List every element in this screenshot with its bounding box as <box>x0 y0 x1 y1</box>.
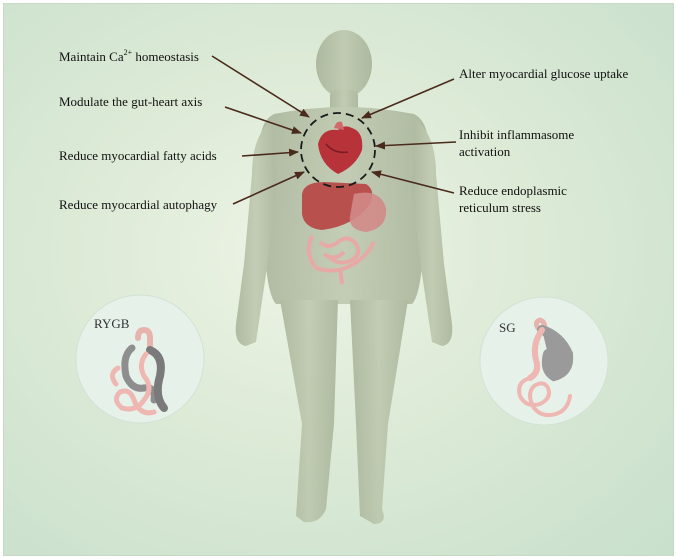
diagram-frame: Maintain Ca2+ homeostasis Modulate the g… <box>3 3 674 556</box>
rygb-circle <box>75 294 205 424</box>
human-body-silhouette <box>235 30 453 524</box>
arrow-gut-heart <box>224 106 302 134</box>
effect-inflammasome-label: Inhibit inflammasome activation <box>459 126 574 160</box>
arrow-calcium <box>211 55 310 118</box>
effect-er-stress-line2: reticulum stress <box>459 200 541 215</box>
arrow-glucose <box>361 78 455 119</box>
effect-fatty-acids-label: Reduce myocardial fatty acids <box>59 148 217 163</box>
arrow-er-stress <box>371 170 455 194</box>
effect-glucose-label: Alter myocardial glucose uptake <box>459 66 629 81</box>
effect-calcium-label: Maintain Ca2+ homeostasis <box>59 44 199 65</box>
stomach-icon <box>349 192 387 232</box>
effect-autophagy-label: Reduce myocardial autophagy <box>59 197 218 212</box>
arrow-autophagy <box>232 171 305 205</box>
effect-arrows <box>211 55 457 205</box>
rygb-label: RYGB <box>94 316 130 331</box>
illustration <box>75 30 609 524</box>
rygb-anatomy-icon <box>110 326 168 416</box>
arrow-fatty-acids <box>241 148 299 157</box>
effect-calcium-prefix: Maintain Ca <box>59 49 124 64</box>
arrow-inflammasome <box>375 141 457 150</box>
effect-calcium-suffix: homeostasis <box>132 49 199 64</box>
intestine-icon <box>306 235 376 285</box>
effect-inflammasome-line1: Inhibit inflammasome <box>459 127 575 142</box>
effect-gut-heart-label: Modulate the gut-heart axis <box>59 94 203 109</box>
effect-er-stress-label: Reduce endoplasmic reticulum stress <box>459 182 567 216</box>
effect-inflammasome-line2: activation <box>459 144 511 159</box>
effect-calcium-superscript: 2+ <box>123 48 133 57</box>
sg-label: SG <box>499 320 516 335</box>
effect-er-stress-line1: Reduce endoplasmic <box>459 183 567 198</box>
sg-anatomy-icon <box>517 317 574 418</box>
heart-icon <box>318 121 363 174</box>
heart-focus-circle <box>300 112 376 188</box>
